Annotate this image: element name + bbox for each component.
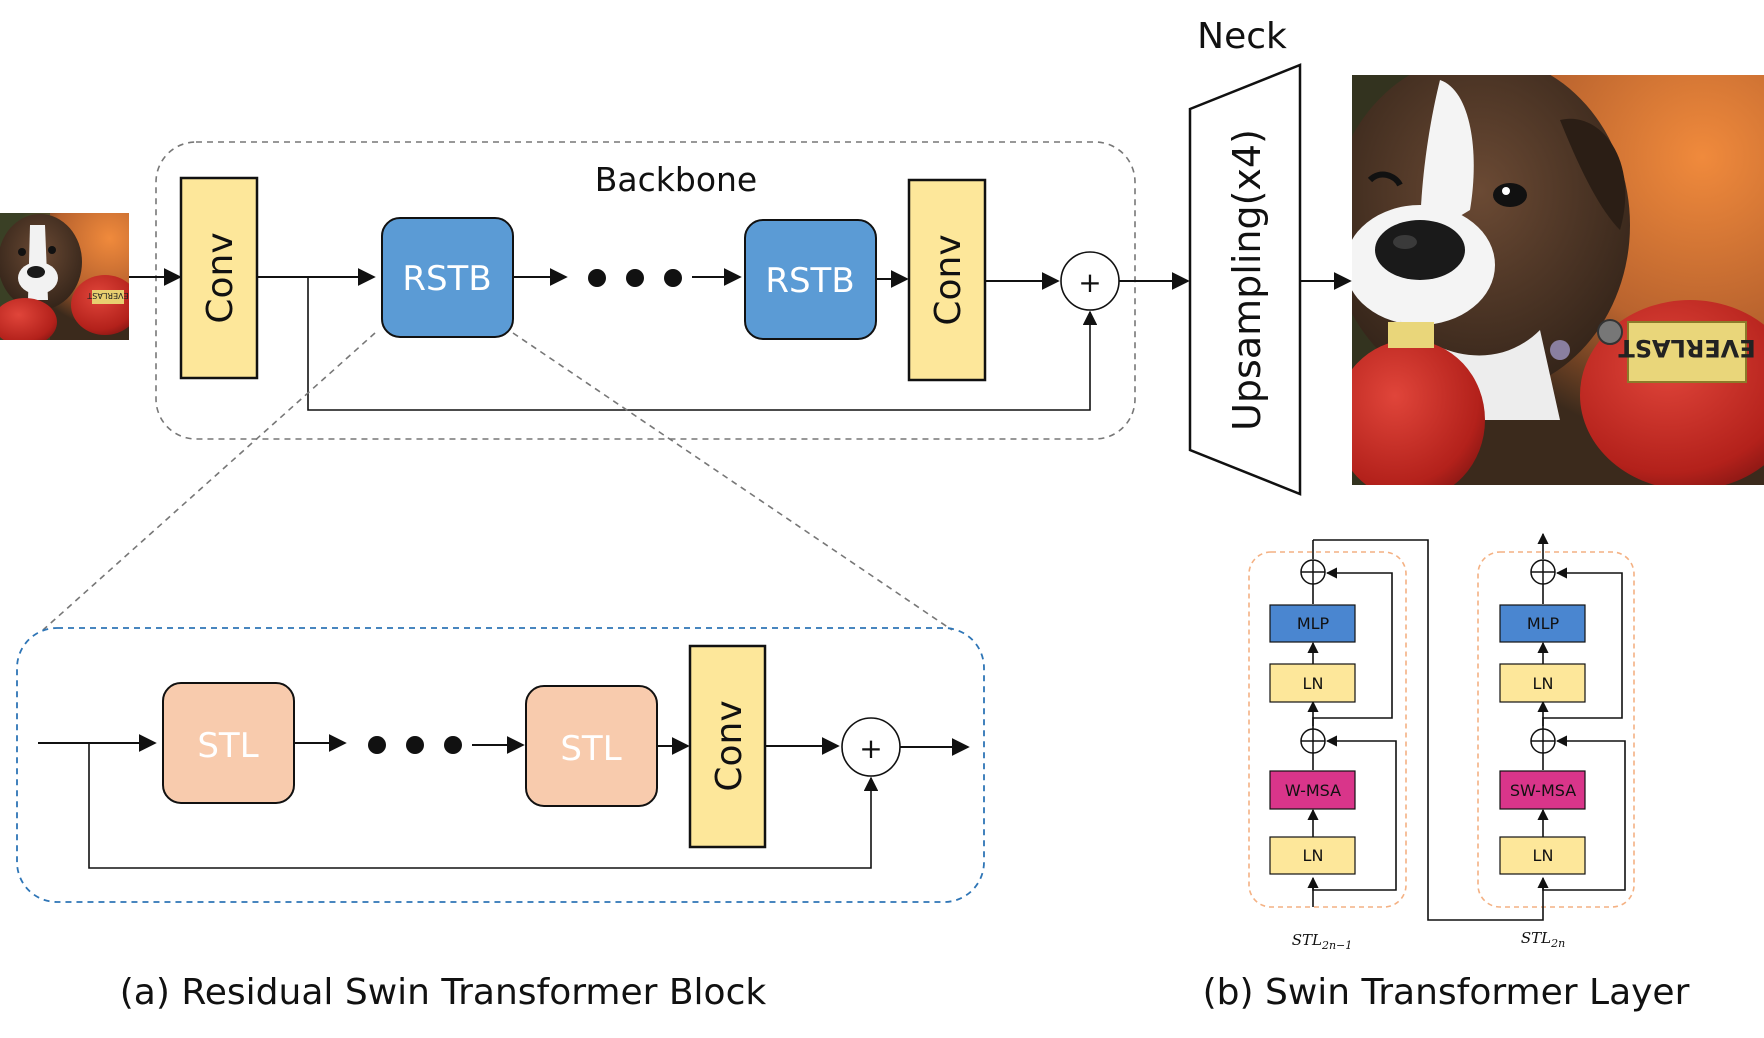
- stl-right-msa: SW-MSA: [1499, 770, 1586, 810]
- conv-out-block: Conv: [907, 178, 987, 382]
- stl-left-mlp-label: MLP: [1297, 614, 1330, 633]
- caption-stl: (b) Swin Transformer Layer: [1203, 972, 1690, 1013]
- backbone-plus-symbol: +: [1078, 266, 1101, 299]
- stl-left-subscript: STL2n−1: [1292, 931, 1353, 952]
- stl-left-ln-top: LN: [1269, 663, 1356, 703]
- caption-rstb: (a) Residual Swin Transformer Block: [120, 972, 767, 1013]
- backbone-container: [155, 141, 1136, 440]
- detail-sum-node: +: [841, 717, 901, 777]
- stl-right-ln-bottom: LN: [1499, 836, 1586, 875]
- stl-right-msa-label: SW-MSA: [1510, 781, 1576, 800]
- stl-right-flow: [1537, 532, 1626, 907]
- stl-2-label: STL: [560, 729, 621, 769]
- stl-right-sum-upper: [1530, 559, 1556, 585]
- stl-left-flow: [1307, 567, 1397, 907]
- stl-left-mlp: MLP: [1269, 604, 1356, 643]
- rstb-2-label: RSTB: [765, 261, 854, 301]
- zoom-line-right: [512, 332, 953, 631]
- detail-conv-label: Conv: [709, 700, 750, 791]
- rstb-block-2: RSTB: [744, 219, 877, 340]
- detail-conv-block: Conv: [688, 644, 767, 849]
- stl-left-container: [1248, 551, 1407, 908]
- stl-right-ln-bottom-label: LN: [1533, 846, 1554, 865]
- ellipsis-dots-detail: [368, 736, 462, 754]
- backbone-sum-node: +: [1060, 251, 1120, 311]
- svg-text:EVERLAST: EVERLAST: [87, 291, 128, 300]
- upsampling-label: Upsampling(x4): [1225, 129, 1269, 431]
- stl-right-container: [1477, 551, 1635, 908]
- backbone-title: Backbone: [595, 160, 757, 199]
- zoom-line-left: [42, 332, 376, 631]
- conv-in-block: Conv: [179, 176, 259, 380]
- stl-right-sum-lower: [1530, 728, 1556, 754]
- stl-link-between-layers: [1313, 539, 1544, 921]
- detail-skip-connection: [88, 743, 879, 869]
- stl-left-sum-lower: [1300, 728, 1326, 754]
- stl-left-msa: W-MSA: [1269, 770, 1356, 810]
- stl-left-msa-label: W-MSA: [1285, 781, 1341, 800]
- stl-right-ln-top: LN: [1499, 663, 1586, 703]
- stl-left-ln-bottom-label: LN: [1303, 846, 1324, 865]
- neck-title: Neck: [1197, 16, 1287, 57]
- stl-left-sum-upper: [1300, 559, 1326, 585]
- detail-plus-symbol: +: [859, 732, 882, 765]
- stl-right-mlp: MLP: [1499, 604, 1586, 643]
- stl-left-ln-top-label: LN: [1303, 674, 1324, 693]
- stl-block-2: STL: [525, 685, 658, 807]
- ellipsis-dots-backbone: [588, 269, 682, 287]
- stl-right-ln-top-label: LN: [1533, 674, 1554, 693]
- rstb-detail-container: [16, 627, 985, 903]
- backbone-skip-connection: [307, 277, 1098, 411]
- stl-left-ln-bottom: LN: [1269, 836, 1356, 875]
- input-image: EVERLAST: [0, 213, 129, 340]
- stl-right-mlp-label: MLP: [1527, 614, 1560, 633]
- conv-out-label: Conv: [928, 234, 969, 325]
- svg-text:EVERLAST: EVERLAST: [1618, 334, 1756, 362]
- rstb-1-label: RSTB: [402, 259, 491, 299]
- upsampling-trapezoid: Upsampling(x4): [1188, 63, 1302, 496]
- conv-in-label: Conv: [200, 232, 241, 323]
- stl-block-1: STL: [162, 682, 295, 804]
- output-image: EVERLAST: [1352, 75, 1764, 485]
- stl-1-label: STL: [197, 726, 258, 766]
- stl-right-subscript: STL2n: [1521, 929, 1565, 950]
- rstb-block-1: RSTB: [381, 217, 514, 338]
